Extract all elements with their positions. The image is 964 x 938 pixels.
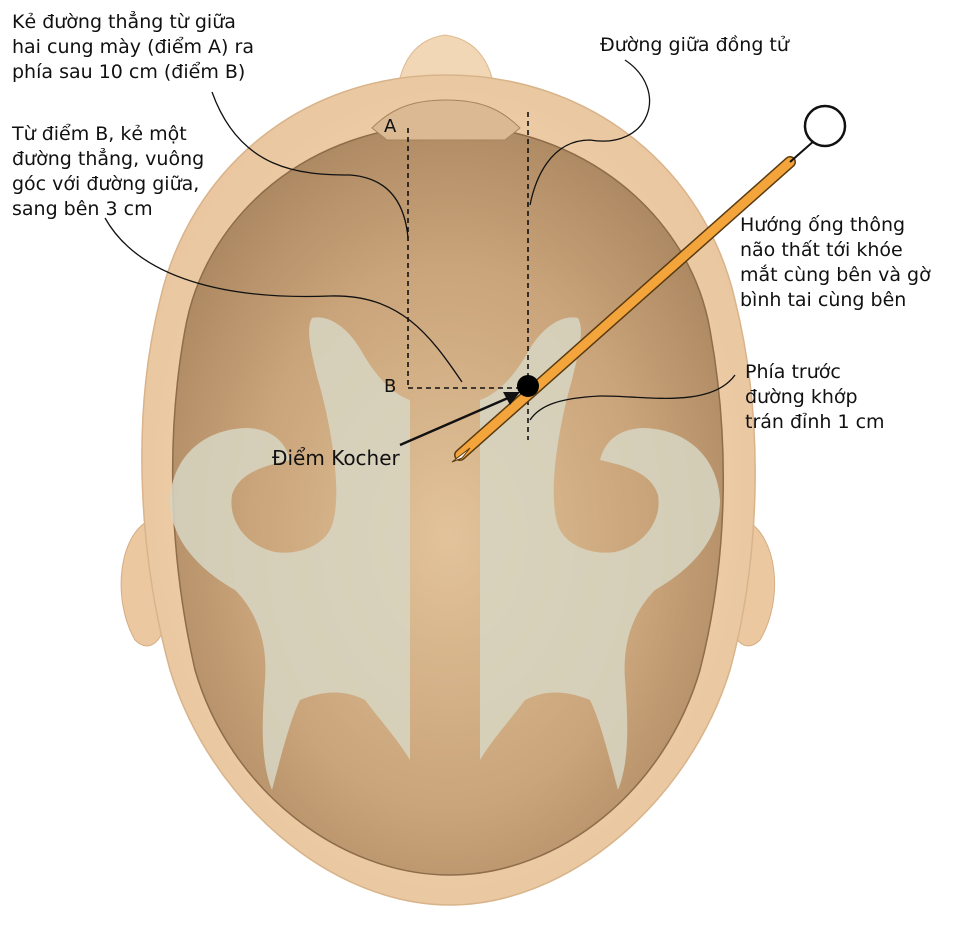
kocher-point-marker <box>517 375 539 397</box>
label-line-ab: Kẻ đường thẳng từ giữa hai cung mày (điể… <box>12 10 254 85</box>
catheter-ring <box>805 106 845 146</box>
label-catheter-direction: Hướng ống thông não thất tới khóe mắt cù… <box>740 213 931 313</box>
label-line-b-lateral: Từ điểm B, kẻ một đường thẳng, vuông góc… <box>12 122 204 222</box>
label-mid-pupil: Đường giữa đồng tử <box>600 33 789 58</box>
point-a-label: A <box>384 116 397 137</box>
skull <box>173 125 724 875</box>
label-kocher-point: Điểm Kocher <box>272 446 400 471</box>
point-b-label: B <box>384 376 396 397</box>
label-suture: Phía trước đường khớp trán đỉnh 1 cm <box>745 360 885 435</box>
